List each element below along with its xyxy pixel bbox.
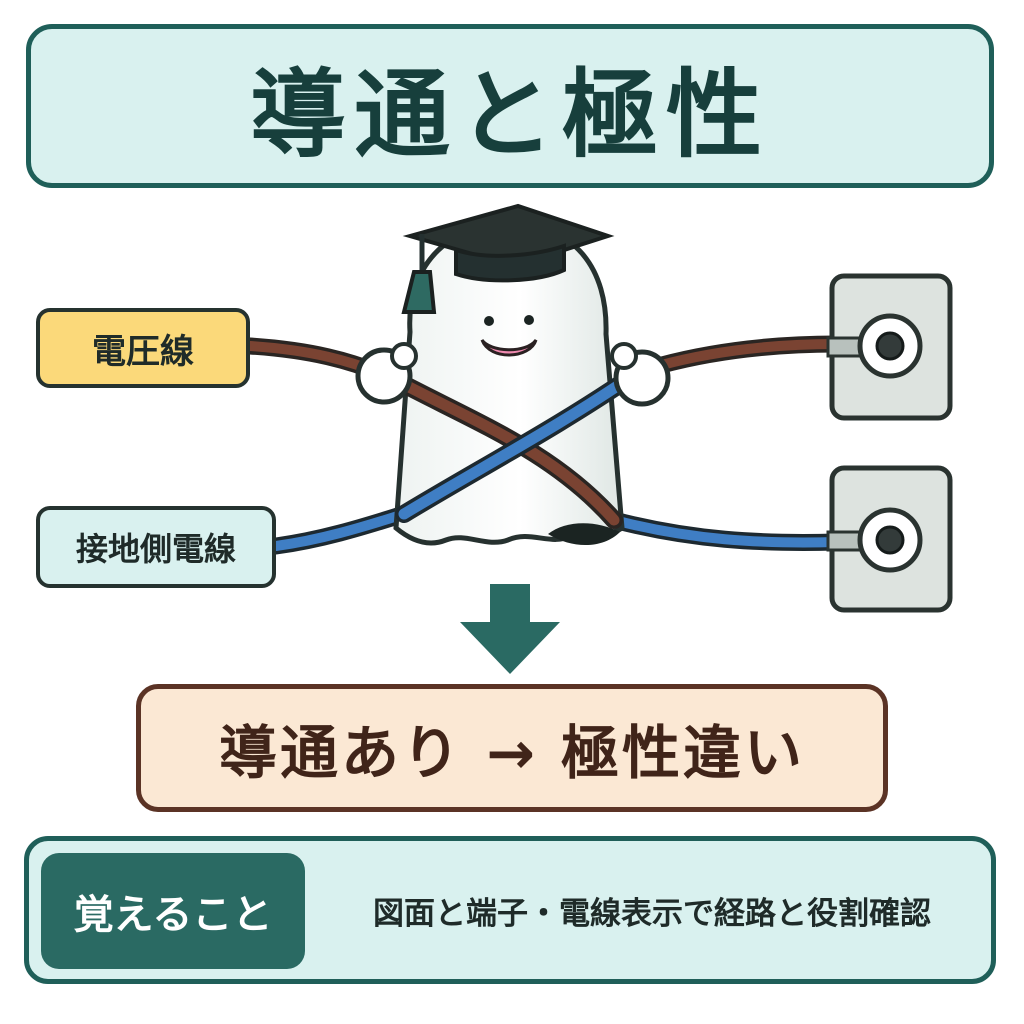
remember-text: 図面と端子・電線表示で経路と役割確認 bbox=[373, 895, 931, 932]
left-hand-icon bbox=[355, 342, 418, 405]
page-title: 導通と極性 bbox=[250, 58, 770, 171]
title-panel: 導通と極性 bbox=[26, 24, 994, 188]
down-arrow-icon bbox=[460, 584, 560, 674]
result-text: 導通あり → 極性違い bbox=[219, 719, 805, 787]
terminal-top-icon bbox=[826, 273, 953, 421]
ghost-graduate-icon bbox=[393, 221, 625, 546]
terminal-bottom-icon bbox=[826, 465, 953, 613]
voltage-wire-label: 電圧線 bbox=[36, 308, 250, 388]
ground-wire-label: 接地側電線 bbox=[36, 506, 276, 588]
remember-panel: 覚えること 図面と端子・電線表示で経路と役割確認 bbox=[24, 836, 996, 984]
graduation-cap-icon bbox=[401, 203, 615, 314]
remember-badge: 覚えること bbox=[41, 853, 305, 969]
result-panel: 導通あり → 極性違い bbox=[136, 684, 888, 812]
right-hand-icon bbox=[610, 342, 671, 407]
